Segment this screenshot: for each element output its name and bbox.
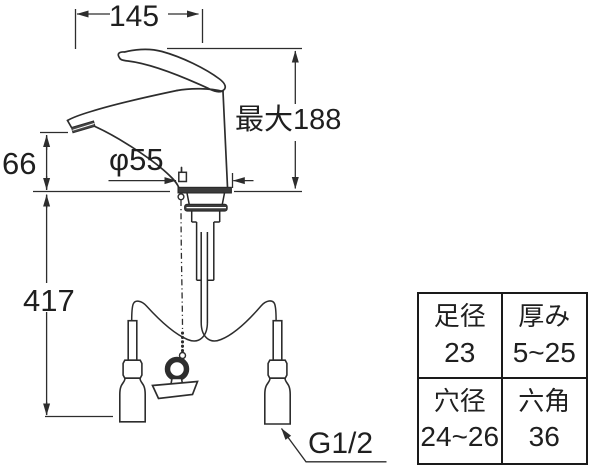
faucet-outline [66, 48, 229, 188]
aerator-band-highlight [72, 123, 95, 131]
rubber-stopper [151, 380, 199, 400]
hose-to-right-connector [200, 300, 277, 342]
spec-label: 厚み [518, 301, 571, 331]
spec-cell-foot-diameter: 足径 23 [419, 294, 503, 379]
spec-label: 六角 [518, 385, 571, 416]
spec-cell-thickness: 厚み 5~25 [502, 294, 586, 379]
hose-connectors [119, 319, 291, 425]
drain-body-taper [186, 192, 226, 205]
left-connector-body [119, 377, 146, 423]
right-connector-tube [272, 319, 283, 362]
faucet-body-right-edge [222, 90, 229, 188]
thread-size-label: G1/2 [308, 427, 374, 460]
stopper-chain-group [151, 193, 199, 400]
drain-flange-top [177, 186, 232, 194]
extension-lines [33, 9, 302, 418]
left-connector-tube [127, 319, 138, 362]
spec-value: 36 [528, 421, 560, 453]
spec-label: 足径 [433, 301, 486, 331]
spec-value: 23 [444, 336, 476, 368]
stopper-ring [164, 356, 190, 382]
spec-table: 足径 23 厚み 5~25 穴径 24~26 六角 36 [417, 292, 588, 465]
dimension-max-height-label: 最大188 [235, 104, 342, 136]
faucet-body-cap [176, 87, 224, 93]
spec-value: 24~26 [420, 421, 500, 453]
drain-tailpipe [195, 222, 215, 281]
right-connector-nut [267, 359, 288, 379]
spec-value: 5~25 [512, 336, 576, 368]
dimension-base-diameter-label: φ55 [109, 142, 164, 177]
drain-inner-pipe [200, 232, 209, 323]
chain-ball [177, 193, 185, 201]
drain-step [190, 211, 221, 223]
hose-to-left-connector [130, 300, 209, 342]
chain-centerline [180, 199, 184, 331]
left-connector-nut [122, 359, 143, 379]
spec-label: 穴径 [433, 385, 486, 416]
spec-cell-hex: 六角 36 [503, 379, 587, 464]
faucet-spout-top [66, 89, 178, 122]
faucet-handle [117, 48, 227, 93]
drain-assembly [177, 186, 232, 323]
dimension-reach-label: 145 [109, 0, 160, 33]
spec-cell-hole-diameter: 穴径 24~26 [419, 378, 503, 463]
right-connector-body [264, 377, 291, 425]
dimension-total-drop-label: 417 [23, 283, 75, 318]
dimension-lines [43, 10, 387, 463]
supply-hoses [130, 300, 277, 342]
aerator-left-face [66, 119, 73, 129]
lift-rod-knob [178, 171, 188, 183]
dimension-outlet-height-label: 66 [2, 146, 37, 181]
g12-leader-arrow [280, 428, 387, 463]
